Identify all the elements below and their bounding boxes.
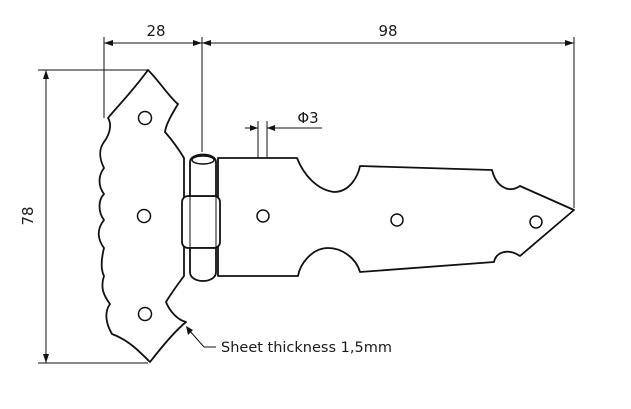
dimension-28-label: 28 xyxy=(146,22,165,40)
left-leaf-hole-middle xyxy=(136,208,152,224)
dimension-78: 78 xyxy=(19,69,148,364)
dimension-78-label: 78 xyxy=(19,206,37,225)
left-leaf-hole-top xyxy=(137,110,153,126)
left-leaf-hole-bottom xyxy=(137,306,153,322)
right-leaf-hole-2 xyxy=(390,213,404,227)
hinge-knuckle xyxy=(181,153,221,282)
dimension-hole-diameter: Φ3 xyxy=(245,109,322,216)
dimension-28: 28 xyxy=(103,22,203,152)
dimension-98: 98 xyxy=(202,22,575,208)
right-leaf-hole-3 xyxy=(529,215,543,229)
dimension-98-label: 98 xyxy=(378,22,397,40)
sheet-thickness-callout: Sheet thickness 1,5mm xyxy=(186,326,392,356)
right-leaf-hole-1 xyxy=(256,209,270,223)
sheet-thickness-note: Sheet thickness 1,5mm xyxy=(221,340,392,356)
dimension-hole-diameter-label: Φ3 xyxy=(297,109,318,127)
